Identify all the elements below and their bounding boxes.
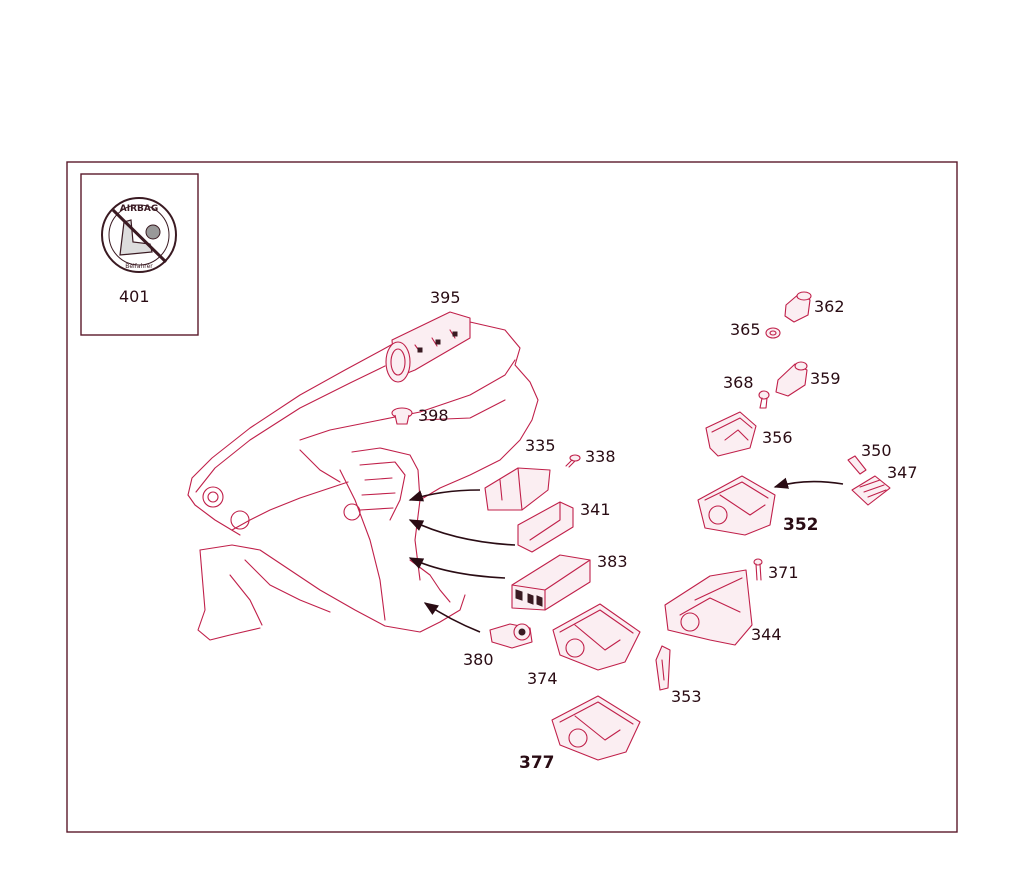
part-362-lighter-element	[784, 291, 812, 323]
airbag-badge-icon: AIRBAG Beifahrer	[101, 197, 177, 273]
label-335: 335	[525, 436, 556, 455]
label-341: 341	[580, 500, 611, 519]
part-365-ring	[765, 327, 781, 339]
part-344-tray	[664, 569, 753, 646]
label-377: 377	[519, 753, 555, 773]
label-344: 344	[751, 625, 782, 644]
arrow-383	[408, 557, 506, 579]
diagram-frame	[66, 161, 958, 833]
part-338-screw	[565, 454, 581, 468]
part-350-spring	[847, 455, 867, 475]
badge-top-text: AIRBAG	[120, 204, 158, 214]
label-359: 359	[810, 369, 841, 388]
part-398-clip	[391, 407, 413, 425]
label-395: 395	[430, 288, 461, 307]
part-356-cup	[705, 411, 757, 457]
label-371: 371	[768, 563, 799, 582]
arrow-341	[408, 519, 516, 546]
inset-label: 401	[119, 287, 150, 306]
part-380-connector	[489, 623, 533, 649]
dashboard-outline	[187, 321, 539, 641]
part-368-clip	[758, 390, 770, 409]
part-341-panel	[517, 501, 574, 553]
inset-401: AIRBAG Beifahrer 401	[80, 173, 199, 336]
label-338: 338	[585, 447, 616, 466]
label-374: 374	[527, 669, 558, 688]
part-352-tray	[697, 475, 776, 536]
label-380: 380	[463, 650, 494, 669]
label-352: 352	[783, 515, 819, 535]
label-353: 353	[671, 687, 702, 706]
part-353-clip	[655, 645, 671, 691]
label-383: 383	[597, 552, 628, 571]
part-383-switch-unit	[511, 554, 591, 611]
arrow-347	[773, 477, 844, 489]
part-395-airbag-module	[385, 311, 471, 383]
label-350: 350	[861, 441, 892, 460]
arrow-335	[408, 489, 481, 502]
label-347: 347	[887, 463, 918, 482]
label-368: 368	[723, 373, 754, 392]
part-374-tray	[552, 603, 641, 671]
part-371-screw	[753, 558, 763, 581]
label-356: 356	[762, 428, 793, 447]
inset-frame	[80, 173, 199, 336]
label-398: 398	[418, 406, 449, 425]
arrow-380	[423, 602, 481, 633]
part-377-tray	[551, 695, 641, 761]
badge-bottom-text: Beifahrer	[125, 263, 153, 270]
part-347-lid	[851, 475, 891, 506]
label-362: 362	[814, 297, 845, 316]
part-359-lighter	[775, 361, 808, 397]
part-335-bracket	[484, 467, 551, 511]
label-365: 365	[730, 320, 761, 339]
